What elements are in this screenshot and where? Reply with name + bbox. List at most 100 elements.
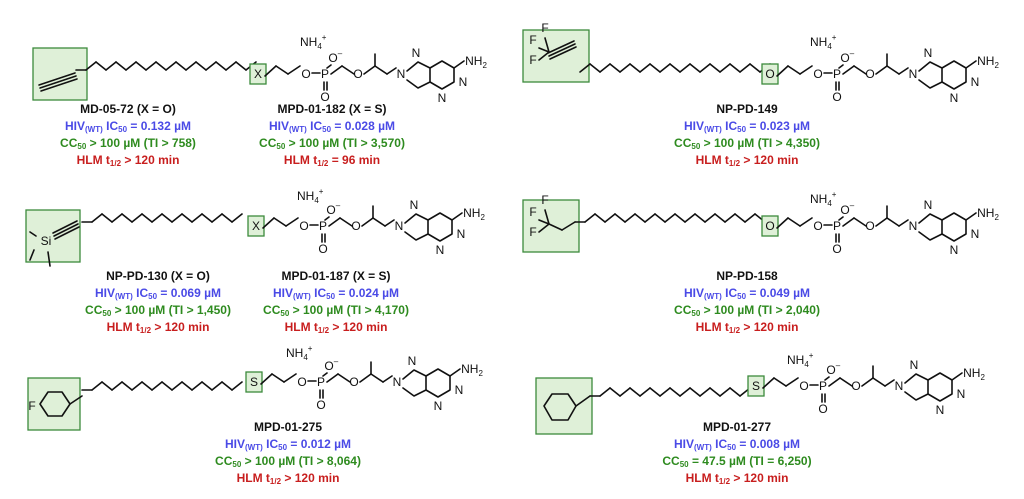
- nitrogen-label: N: [436, 243, 445, 257]
- nitrogen-label: N: [459, 75, 468, 89]
- chain-bond: [161, 213, 173, 223]
- bond: [328, 217, 341, 227]
- chain-bond: [205, 61, 217, 71]
- chain-bond: [689, 387, 701, 397]
- ammonium-label: NH4+: [787, 351, 814, 369]
- ammonium-charge: +: [319, 187, 324, 196]
- nitrogen-label: N: [410, 198, 419, 212]
- triple-bond: [38, 72, 76, 86]
- chain-bond: [141, 381, 153, 391]
- bond: [861, 377, 874, 387]
- fluorine-label: F: [541, 193, 548, 207]
- chain-bond: [599, 63, 611, 73]
- tail-highlight-box: [27, 377, 81, 431]
- chain-bond: [589, 63, 601, 73]
- tail-highlight-box: [32, 47, 88, 101]
- compound-info-7: MPD-01-275 HIV(WT) IC50 = 0.012 µM CC50 …: [178, 419, 398, 487]
- bond: [339, 217, 353, 227]
- bond: [287, 65, 301, 75]
- nitrogen-label: N: [393, 375, 402, 389]
- bond: [842, 217, 855, 227]
- ammonium-subscript: 4: [303, 353, 308, 362]
- hiv-ic50: HIV(WT) IC50 = 0.024 µM: [273, 286, 399, 301]
- hlm-half-life: HLM t1/2 > 120 min: [695, 153, 799, 168]
- chain-bond: [669, 387, 681, 397]
- ammonium-charge: +: [832, 33, 837, 42]
- chain-bond: [141, 213, 153, 223]
- chain-bond: [195, 61, 207, 71]
- nitrogen-label: N: [397, 67, 406, 81]
- chain-bond: [165, 61, 177, 71]
- linker-atom-label: S: [250, 375, 258, 389]
- chain-bond: [609, 387, 621, 397]
- ammonium-label: NH4+: [297, 187, 324, 205]
- imidazole-ring: [904, 373, 929, 401]
- oxygen-label: O: [320, 90, 329, 104]
- chain-bond: [211, 381, 223, 391]
- chain-bond: [694, 213, 706, 223]
- oxygen-label: O: [865, 67, 874, 81]
- chain-bond: [699, 387, 711, 397]
- oxygen-label: O: [865, 219, 874, 233]
- triple-bond: [54, 226, 80, 240]
- bond: [886, 65, 900, 75]
- chain-bond: [111, 381, 123, 391]
- compound-info-8: MPD-01-277 HIV(WT) IC50 = 0.008 µM CC50 …: [627, 419, 847, 487]
- bond: [449, 368, 461, 377]
- chain-bond: [729, 387, 741, 397]
- bond: [370, 373, 384, 383]
- bond: [264, 65, 277, 77]
- pyrimidine-ring: [425, 368, 451, 398]
- benzene-ring: [39, 391, 71, 417]
- bond: [951, 372, 963, 381]
- bond: [544, 209, 550, 225]
- triple-bond: [547, 40, 575, 54]
- chain-bond: [95, 61, 107, 71]
- bond: [337, 373, 351, 383]
- nitrogen-label: N: [936, 403, 945, 417]
- hiv-ic50: HIV(WT) IC50 = 0.008 µM: [674, 437, 800, 452]
- bond: [842, 65, 855, 75]
- chain-bond: [604, 213, 616, 223]
- chain-bond: [91, 381, 103, 391]
- linker-atom-label: O: [765, 67, 774, 81]
- amine-label: NH2: [463, 206, 485, 222]
- oxygen-label: O: [326, 203, 335, 217]
- chain-bond: [634, 213, 646, 223]
- amine-label: NH2: [461, 362, 483, 378]
- chain-bond: [151, 213, 163, 223]
- hiv-ic50: HIV(WT) IC50 = 0.049 µM: [684, 286, 810, 301]
- bond: [363, 65, 376, 75]
- phosphorus-label: P: [833, 67, 841, 81]
- nitrogen-label: N: [950, 243, 959, 257]
- nitrogen-label: N: [408, 354, 417, 368]
- pyrimidine-ring: [927, 372, 953, 402]
- hlm-half-life: HLM t1/2 > 120 min: [236, 471, 340, 486]
- compound-name: MPD-01-277: [702, 420, 772, 434]
- oxygen-label: O: [832, 242, 841, 256]
- triple-bond: [549, 46, 577, 60]
- bond: [324, 216, 330, 221]
- imidazole-ring: [918, 61, 943, 89]
- hiv-ic50: HIV(WT) IC50 = 0.023 µM: [684, 119, 810, 134]
- oxygen-label: O: [316, 398, 325, 412]
- bond: [453, 60, 465, 69]
- hiv-ic50: HIV(WT) IC50 = 0.132 µM: [65, 119, 191, 134]
- nitrogen-label: N: [395, 219, 404, 233]
- chain-bond: [639, 387, 651, 397]
- oxygen-label: O: [318, 242, 327, 256]
- chain-bond: [231, 213, 243, 223]
- cc50: CC50 = 47.5 µM (TI = 6,250): [662, 454, 812, 469]
- compound-info-3: NP-PD-149 HIV(WT) IC50 = 0.023 µM CC50 >…: [637, 101, 857, 169]
- compound-name: MPD-01-182 (X = S): [277, 102, 387, 116]
- chain-bond: [135, 61, 147, 71]
- hiv-ic50: HIV(WT) IC50 = 0.028 µM: [269, 119, 395, 134]
- pyrimidine-ring: [941, 212, 967, 242]
- chain-bond: [669, 63, 681, 73]
- nitrogen-label: N: [909, 219, 918, 233]
- chain-bond: [121, 213, 133, 223]
- nitrogen-label: N: [412, 46, 421, 60]
- chain-bond: [729, 63, 741, 73]
- chain-bond: [739, 63, 751, 73]
